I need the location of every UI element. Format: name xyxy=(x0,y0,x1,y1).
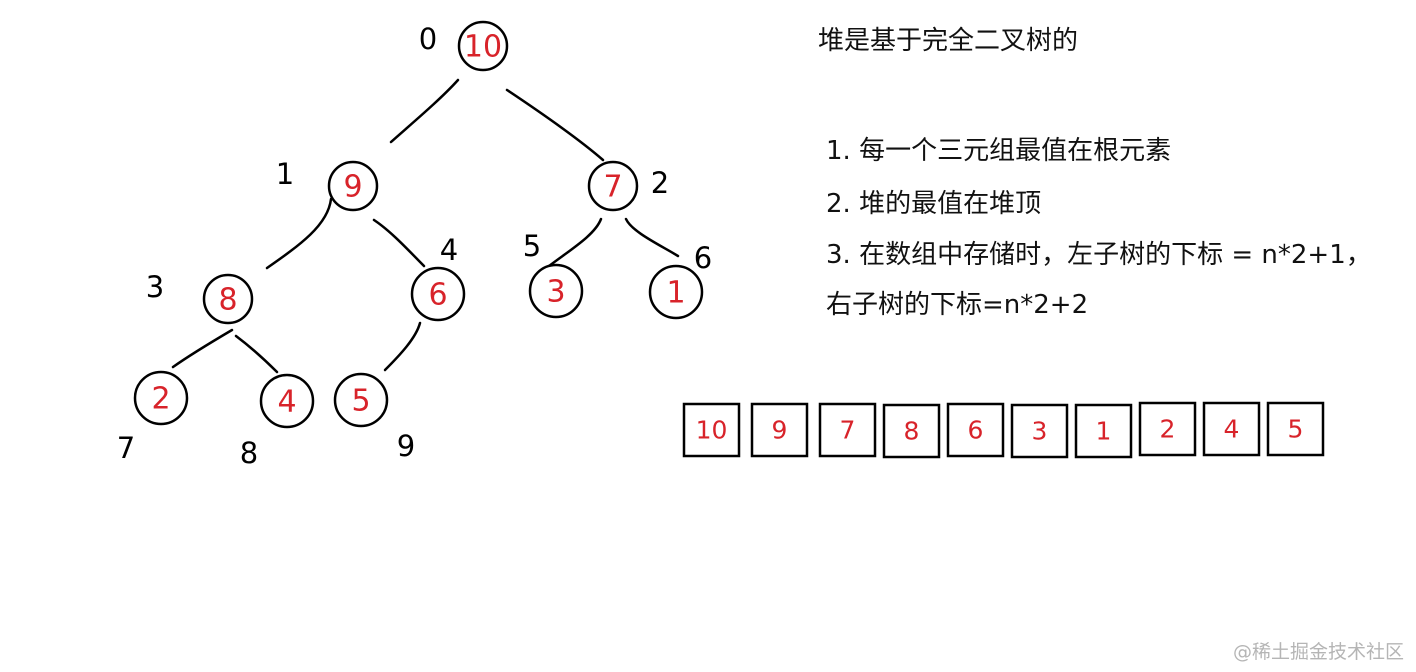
array-cell-box xyxy=(882,403,941,459)
array-cell-value: 5 xyxy=(1288,415,1304,444)
tree-edge xyxy=(171,328,234,369)
rule-2-text: 2. 堆的最值在堆顶 xyxy=(826,189,1042,219)
array-cell-value: 8 xyxy=(904,417,920,446)
array-cell: 2 xyxy=(1138,401,1197,457)
tree-node-circle xyxy=(333,372,389,428)
array-cell: 7 xyxy=(818,402,877,458)
array-cell-box xyxy=(1138,401,1197,457)
tree-node-value: 3 xyxy=(546,275,565,310)
tree-node: 8 xyxy=(202,273,254,325)
rule-3-text-line-2: 右子树的下标=n*2+2 xyxy=(826,290,1089,320)
tree-edge xyxy=(505,88,605,162)
tree-node-index-label: 1 xyxy=(276,157,294,191)
tree-node-circle xyxy=(327,160,379,212)
array-cell: 10 xyxy=(682,402,741,458)
tree-node-index-label: 5 xyxy=(523,229,541,263)
array-cell-value: 4 xyxy=(1224,415,1240,444)
tree-index-labels: 0 1 2 3 4 5 6 7 8 9 xyxy=(117,22,712,470)
array-cell: 9 xyxy=(750,402,809,458)
tree-node: 3 xyxy=(528,263,584,319)
rule-1-text: 1. 每一个三元组最值在根元素 xyxy=(826,136,1172,166)
tree-node: 9 xyxy=(327,160,379,212)
tree-node: 4 xyxy=(259,373,315,429)
tree-node-index-label: 7 xyxy=(117,431,135,465)
rule-3-text-line-1: 3. 在数组中存储时，左子树的下标 = n*2+1， xyxy=(826,240,1372,270)
tree-node: 1 xyxy=(648,264,704,320)
array-cell-box xyxy=(1202,401,1261,457)
tree-node-value: 10 xyxy=(464,30,502,65)
array-cell-box xyxy=(1074,403,1133,459)
tree-node-circle xyxy=(457,20,509,72)
tree-node-value: 2 xyxy=(151,382,170,417)
tree-edges xyxy=(171,78,680,374)
tree-node-circle xyxy=(648,264,704,320)
tree-node-value: 7 xyxy=(603,170,622,205)
array-cell-box xyxy=(818,402,877,458)
tree-edge xyxy=(383,321,422,372)
tree-node: 5 xyxy=(333,372,389,428)
tree-node-circle xyxy=(587,160,639,212)
array-cell-box xyxy=(750,402,809,458)
tree-edge xyxy=(547,217,603,268)
tree-node-circle xyxy=(259,373,315,429)
watermark-text: @稀土掘金技术社区 xyxy=(1232,641,1404,663)
array-cell: 6 xyxy=(946,402,1005,458)
tree-node-circle xyxy=(133,370,189,426)
array-cell-box xyxy=(1266,401,1325,457)
tree-node-value: 9 xyxy=(343,170,362,205)
tree-node: 2 xyxy=(133,370,189,426)
tree-node-circle xyxy=(528,263,584,319)
array-cell-value: 9 xyxy=(772,416,788,445)
tree-node-index-label: 2 xyxy=(651,166,669,200)
tree-node: 6 xyxy=(410,266,466,322)
array-cell-value: 7 xyxy=(840,416,856,445)
tree-node-index-label: 3 xyxy=(146,270,164,304)
tree-node-circle xyxy=(410,266,466,322)
tree-node-value: 1 xyxy=(666,276,685,311)
array-cell-box xyxy=(1010,403,1069,459)
tree-node-circle xyxy=(202,273,254,325)
tree-node-value: 5 xyxy=(351,384,370,419)
tree-node-index-label: 0 xyxy=(419,22,437,56)
array-cell: 8 xyxy=(882,403,941,459)
array-cell-box xyxy=(946,402,1005,458)
array-cell-value: 1 xyxy=(1096,417,1112,446)
tree-node-index-label: 8 xyxy=(240,436,258,470)
array-cell: 3 xyxy=(1010,403,1069,459)
array-cell-value: 6 xyxy=(968,416,984,445)
tree-edge xyxy=(624,217,680,258)
array-cell: 4 xyxy=(1202,401,1261,457)
array-cell-value: 10 xyxy=(696,416,728,445)
array-cell: 5 xyxy=(1266,401,1325,457)
tree-node: 7 xyxy=(587,160,639,212)
heading-text: 堆是基于完全二叉树的 xyxy=(818,26,1079,56)
tree-node-index-label: 4 xyxy=(440,233,458,267)
tree-node-index-label: 9 xyxy=(397,429,415,463)
tree-edge xyxy=(265,197,333,270)
tree-node-value: 8 xyxy=(218,283,237,318)
array-cell: 1 xyxy=(1074,403,1133,459)
array-cell-box xyxy=(682,402,741,458)
tree-node: 10 xyxy=(457,20,509,72)
tree-edge xyxy=(372,218,426,268)
tree-edge xyxy=(234,334,279,374)
tree-node-value: 4 xyxy=(277,385,296,420)
tree-node-index-label: 6 xyxy=(694,241,712,275)
array-cell-value: 2 xyxy=(1160,415,1176,444)
tree-node-value: 6 xyxy=(428,278,447,313)
array-cell-value: 3 xyxy=(1032,417,1048,446)
heap-array: 10 9 7 8 6 3 1 2 4 5 xyxy=(682,401,1325,459)
tree-edge xyxy=(389,78,460,144)
